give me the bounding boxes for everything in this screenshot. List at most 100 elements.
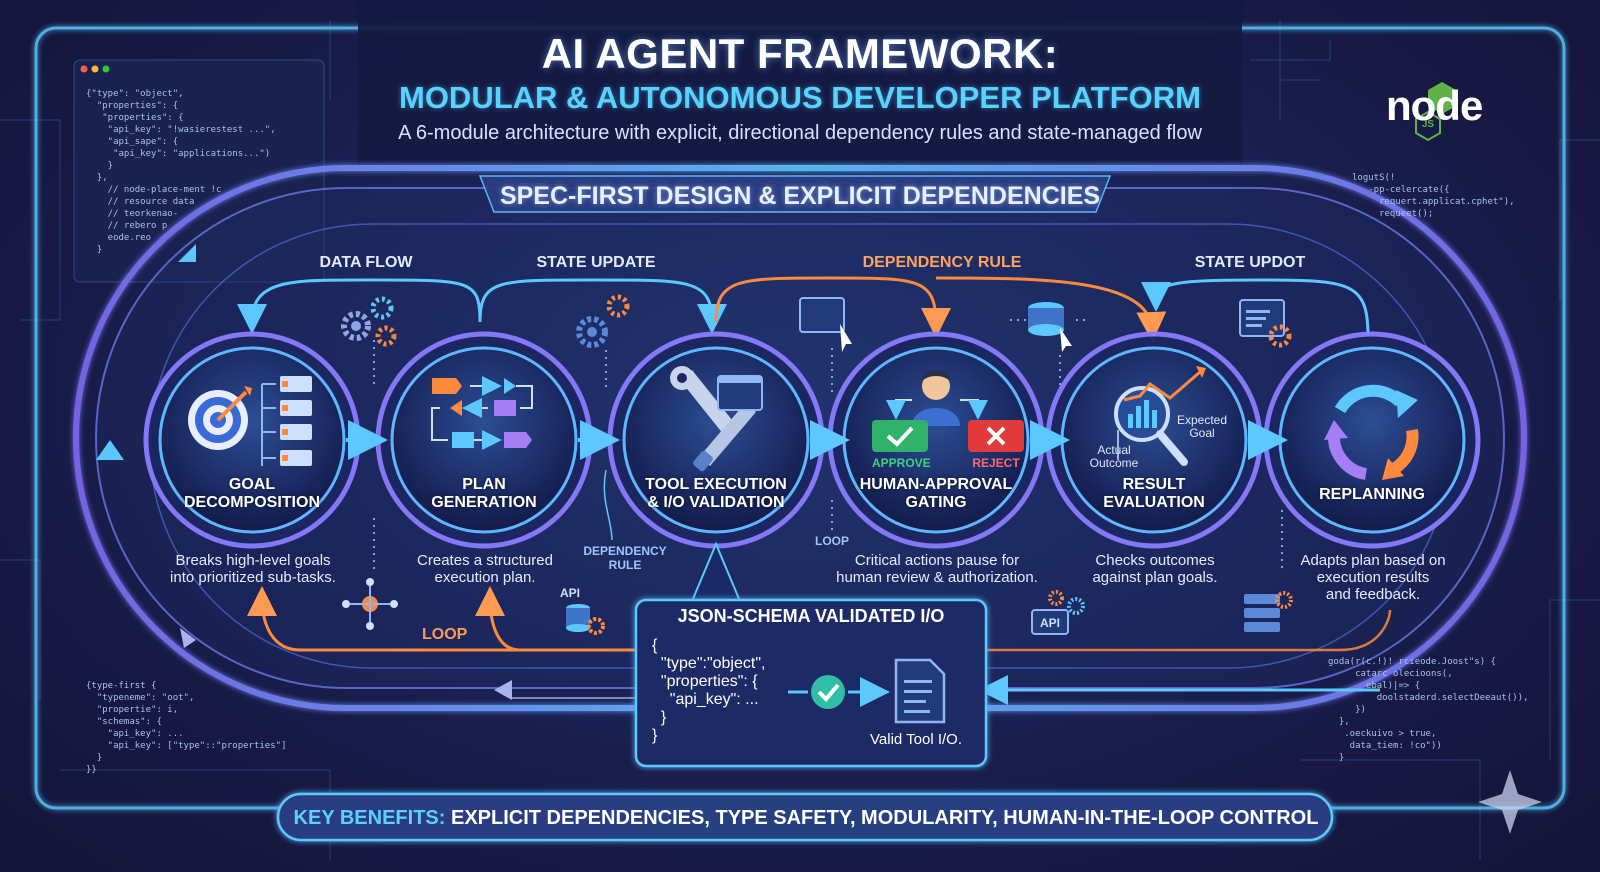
- reject-label: REJECT: [972, 456, 1020, 470]
- page-title: AI AGENT FRAMEWORK:: [541, 30, 1059, 77]
- desc-line: Checks outcomes: [1095, 552, 1215, 569]
- cycle-icon: [1324, 384, 1419, 480]
- spec-banner-shape: [478, 175, 1112, 213]
- dependency-rule-connector: [603, 469, 613, 541]
- desc-line: Adapts plan based on: [1300, 552, 1446, 569]
- track-arrow-left: [96, 440, 124, 460]
- node-hexagon-icon: [1428, 82, 1456, 114]
- desc-replanning: Adapts plan based on execution results a…: [1268, 552, 1478, 603]
- desc-line: against plan goals.: [1092, 569, 1218, 586]
- state-update-label: STATE UPDATE: [536, 254, 656, 271]
- dependency-rule-arrow-b: [935, 276, 1167, 342]
- loop-small-label: LOOP: [814, 534, 849, 548]
- module-replanning: REPLANNING: [1282, 486, 1462, 504]
- module-label-line: GENERATION: [431, 494, 537, 511]
- loop-arrow-bottom-mid: [475, 586, 640, 652]
- json-schema-box: [634, 598, 988, 768]
- loop-line-right: [980, 609, 1392, 652]
- data-flow-arrow: [237, 278, 482, 334]
- approve-button-shape: [872, 420, 928, 452]
- json-box-code: { "type":"object", "properties": { "api_…: [652, 637, 766, 744]
- module-tool-execution: TOOL EXECUTION & I/O VALIDATION: [626, 476, 806, 512]
- key-benefits-text: EXPLICIT DEPENDENCIES, TYPE SAFETY, MODU…: [445, 807, 1319, 829]
- header-box: [358, 0, 1242, 165]
- track-arrow-left-up: [178, 244, 196, 262]
- js-hexagon-icon: [1415, 110, 1441, 142]
- node-logo: node: [1386, 82, 1483, 130]
- module-label-line: REPLANNING: [1319, 486, 1425, 503]
- key-benefits: KEY BENEFITS: EXPLICIT DEPENDENCIES, TYP…: [280, 807, 1332, 830]
- check-icon: [811, 675, 845, 709]
- desc-line: execution plan.: [434, 569, 536, 586]
- dependency-note-line: DEPENDENCY: [583, 544, 667, 558]
- desc-line: into prioritized sub-tasks.: [170, 569, 336, 586]
- actual-line: Outcome: [1089, 456, 1139, 470]
- window-dot-green: [102, 65, 110, 73]
- spec-banner: SPEC-FIRST DESIGN & EXPLICIT DEPENDENCIE…: [499, 182, 1101, 210]
- actual-line: Actual: [1097, 443, 1131, 457]
- page-tagline: A 6-module architecture with explicit, d…: [398, 122, 1202, 144]
- code-panel-bottom-right-text: goda(r(c.!)! rcieode.Joost"s) { catarc o…: [1328, 657, 1529, 763]
- magnifier-chart-icon: [1114, 366, 1206, 466]
- window-dot-red: [80, 65, 88, 73]
- desc-line: human review & authorization.: [836, 569, 1038, 586]
- expected-goal-label: Expected Goal: [1172, 414, 1232, 440]
- desc-result-evaluation: Checks outcomes against plan goals.: [1050, 552, 1260, 586]
- api-right-label: API: [1039, 616, 1060, 630]
- code-panel-top-left-text: {"type": "object", "properties": { "prop…: [86, 89, 276, 255]
- code-cursor-icon: [799, 297, 852, 352]
- module-label-line: HUMAN-APPROVAL: [859, 476, 1013, 493]
- state-updot-arrow: [1141, 278, 1370, 337]
- expected-line: Expected: [1176, 413, 1228, 427]
- actual-outcome-label: Actual Outcome: [1084, 444, 1144, 470]
- wrench-icon: [670, 366, 756, 472]
- desc-plan-generation: Creates a structured execution plan.: [380, 552, 590, 586]
- code-panel-bottom-left-text: {type-first { "typeneme": "oot", "proper…: [86, 681, 287, 775]
- gear-cluster-icon: [341, 296, 397, 347]
- state-update-arrow: [478, 278, 727, 334]
- api-database-icon: [566, 604, 605, 635]
- target-icon: [188, 386, 252, 450]
- loop-arrow-bottom-left: [247, 586, 640, 652]
- server-stack-icon: [1244, 591, 1293, 632]
- check-mark: [817, 683, 840, 702]
- dependency-rule-arrow-a: [714, 276, 951, 338]
- window-dot-yellow: [91, 65, 99, 73]
- approve-label: APPROVE: [872, 456, 931, 470]
- code-panel-top-right-text: logutS(! -pp-celercate({ requert.applica…: [1352, 173, 1515, 219]
- task-list-icon: [261, 383, 276, 466]
- flowchart-icon: [431, 376, 533, 450]
- js-badge: JS: [1421, 119, 1435, 130]
- module-label-line: TOOL EXECUTION: [645, 476, 787, 493]
- module-label-line: GATING: [905, 494, 967, 511]
- page-subtitle: MODULAR & AUTONOMOUS DEVELOPER PLATFORM: [399, 80, 1201, 115]
- desc-human-approval: Critical actions pause for human review …: [830, 552, 1044, 586]
- gear-pair-icon: [576, 294, 630, 348]
- network-nodes-icon: [342, 578, 398, 630]
- track-arrow-bottom: [494, 680, 512, 700]
- loop-bottom-label: LOOP: [422, 626, 468, 643]
- api-box-icon: [1031, 590, 1085, 635]
- benefits-bar: [276, 792, 1334, 842]
- module-human-approval: HUMAN-APPROVAL GATING: [846, 476, 1026, 512]
- module-plan-generation: PLAN GENERATION: [394, 476, 574, 512]
- module-result-evaluation: RESULT EVALUATION: [1064, 476, 1244, 512]
- module-label-line: GOAL: [228, 476, 276, 493]
- module-label-line: EVALUATION: [1103, 494, 1205, 511]
- sparkle-icon: [1478, 770, 1542, 834]
- dotted-connectors: [373, 319, 1283, 570]
- desc-line: execution results: [1316, 569, 1430, 586]
- module-label-line: PLAN: [462, 476, 506, 493]
- key-benefits-prefix: KEY BENEFITS:: [293, 807, 446, 829]
- module-goal-decomposition: GOAL DECOMPOSITION: [162, 476, 342, 512]
- state-updot-label: STATE UPDOT: [1194, 254, 1306, 271]
- desc-line: Critical actions pause for: [854, 552, 1020, 569]
- dependency-note-line: RULE: [608, 558, 642, 572]
- data-flow-label: DATA FLOW: [319, 254, 413, 271]
- expected-line: Goal: [1189, 426, 1215, 440]
- database-cursor-icon: [1028, 302, 1072, 352]
- dependency-rule-note: DEPENDENCY RULE: [580, 544, 670, 572]
- circuit-lines: [0, 20, 1600, 860]
- valid-tool-io-label: Valid Tool I/O.: [870, 731, 962, 748]
- desc-goal-decomposition: Breaks high-level goals into prioritized…: [148, 552, 358, 586]
